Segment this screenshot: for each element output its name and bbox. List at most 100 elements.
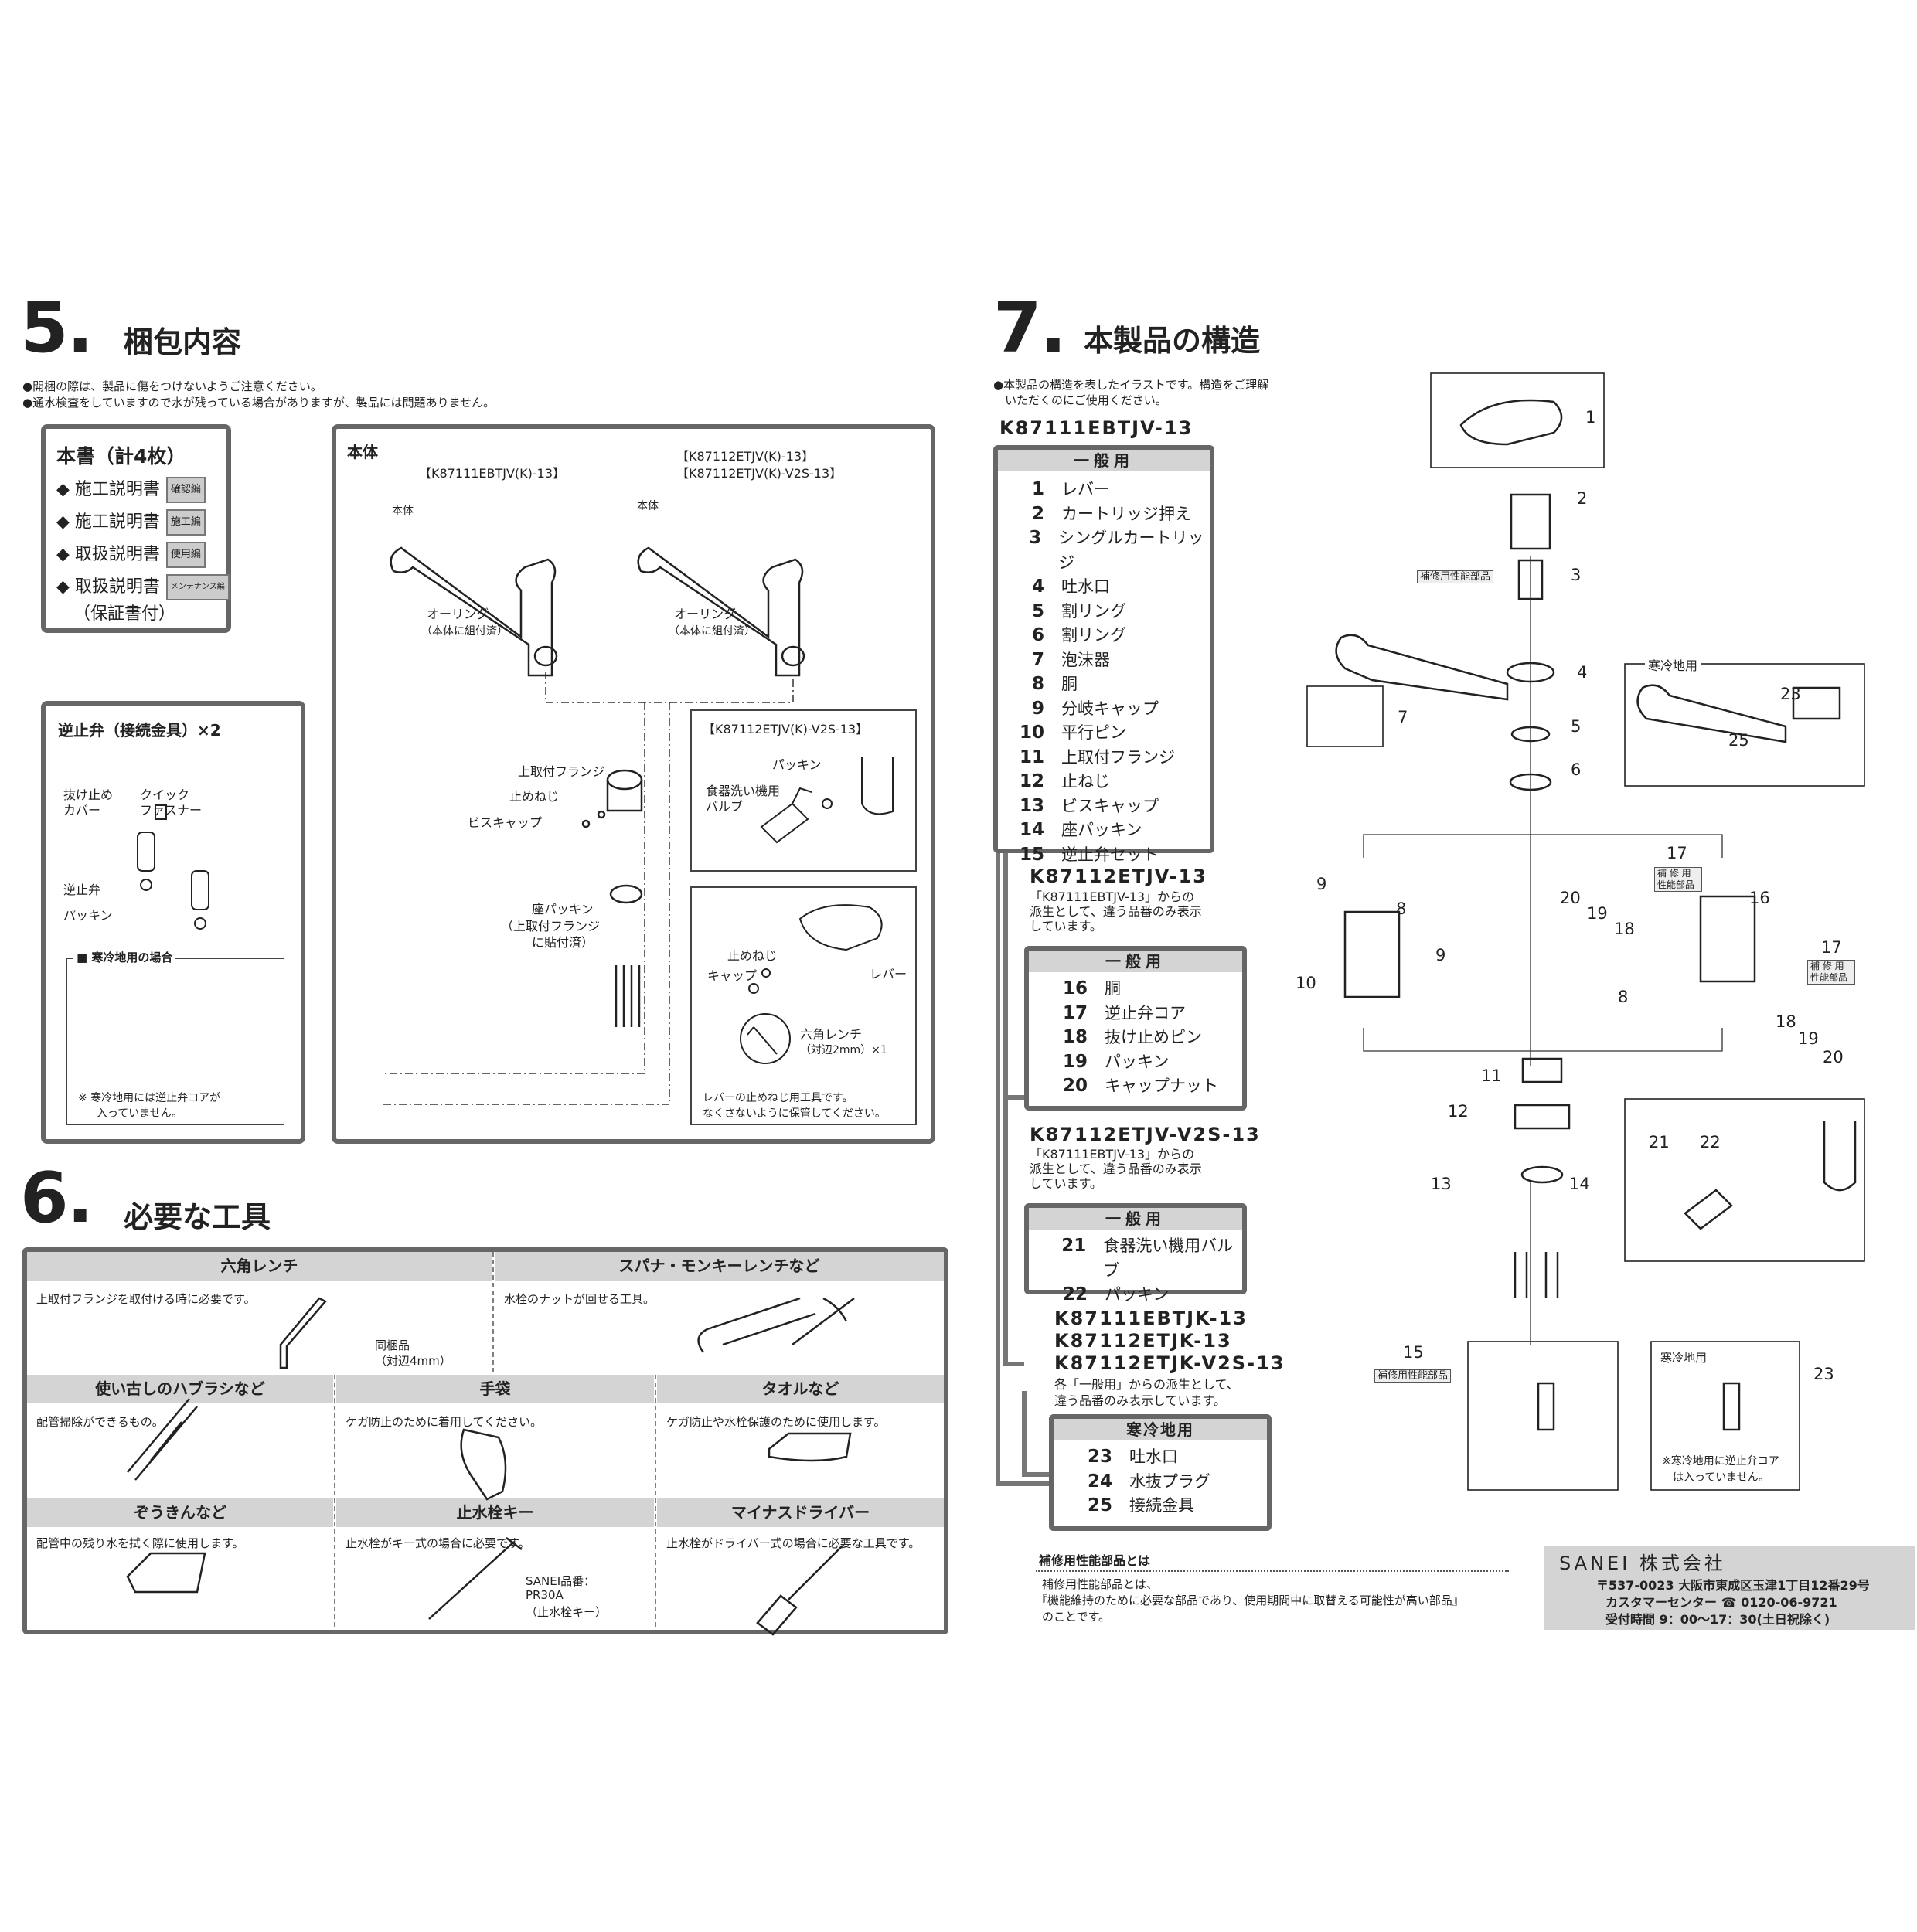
part-name: 泡沫器 bbox=[1061, 650, 1110, 669]
part-number: 13 bbox=[1019, 795, 1044, 816]
cartridge-holder-icon bbox=[1510, 493, 1551, 550]
part-name: 上取付フランジ bbox=[1061, 747, 1175, 767]
callout-18: 18 bbox=[1776, 1012, 1796, 1031]
cold-region-note: ※ 寒冷地用には逆止弁コアが bbox=[78, 1092, 221, 1104]
repair-def-title: 補修用性能部品とは bbox=[1039, 1553, 1151, 1568]
model-heading: K87111EBTJK-13 bbox=[1054, 1308, 1248, 1329]
cap-label: キャップ bbox=[707, 968, 758, 983]
company-name: SANEI 株式会社 bbox=[1559, 1553, 1726, 1574]
document-badge: メンテナンス編 bbox=[165, 574, 230, 600]
model-heading: K87112ETJV-13 bbox=[1030, 866, 1207, 887]
tool-desc: ケガ防止のために着用してください。 bbox=[346, 1415, 543, 1429]
repair-def-line: 補修用性能部品とは、 bbox=[1042, 1577, 1159, 1591]
part-number: 11 bbox=[1019, 747, 1044, 767]
model-desc: しています。 bbox=[1030, 1176, 1102, 1191]
valve-label: 食器洗い機用 bbox=[706, 784, 781, 798]
company-address: 〒537-0023 大阪市東成区玉津1丁目12番29号 bbox=[1596, 1578, 1870, 1593]
parts-list-header: 一般用 bbox=[1029, 951, 1242, 972]
part-name: カートリッジ押え bbox=[1061, 504, 1191, 523]
fastener-label: クイック bbox=[140, 787, 190, 802]
callout-7: 7 bbox=[1398, 708, 1408, 726]
part-name: レバー bbox=[1061, 480, 1110, 498]
section-7-title: 本製品の構造 bbox=[1084, 324, 1261, 358]
repair-part-label: 補 修 用 性能部品 bbox=[1654, 867, 1702, 892]
part-number: 17 bbox=[1062, 1002, 1088, 1023]
tool-note: SANEI品番： bbox=[526, 1574, 596, 1588]
section-7-note: いただくのにご使用ください。 bbox=[1005, 393, 1167, 407]
part-row: 5 割リング bbox=[998, 600, 1210, 624]
part-number: 18 bbox=[1062, 1027, 1088, 1047]
model-heading: K87111EBTJV-13 bbox=[999, 417, 1193, 439]
section-7-note: ●本製品の構造を表したイラストです。構造をご理解 bbox=[993, 378, 1269, 392]
model-desc: しています。 bbox=[1030, 919, 1102, 934]
cold-spout-box bbox=[1624, 663, 1865, 787]
part-number: 15 bbox=[1019, 844, 1044, 865]
document-badge: 確認編 bbox=[165, 477, 206, 503]
faucet-icon bbox=[637, 546, 804, 677]
part-name: 座パッキン bbox=[1061, 821, 1142, 839]
oring-icon bbox=[533, 645, 558, 667]
part-number: 5 bbox=[1031, 600, 1044, 621]
cartridge-icon bbox=[1517, 559, 1544, 600]
part-number: 21 bbox=[1061, 1236, 1087, 1256]
part-name: 割リング bbox=[1061, 601, 1126, 621]
callout-3: 3 bbox=[1571, 566, 1582, 584]
document-badge: 使用編 bbox=[165, 542, 206, 568]
callout-4: 4 bbox=[1577, 663, 1588, 682]
check-valve-icon bbox=[1537, 1382, 1741, 1431]
callout-15: 15 bbox=[1403, 1343, 1424, 1362]
screw-label: 止めねじ bbox=[509, 789, 560, 804]
callout-8: 8 bbox=[1618, 988, 1629, 1006]
callout-18: 18 bbox=[1614, 920, 1635, 938]
v2s-subbox: 【K87112ETJV(K)-V2S-13】 パッキン 食器洗い機用 バルブ bbox=[690, 709, 917, 872]
part-number: 19 bbox=[1062, 1051, 1088, 1072]
flange-icon bbox=[1514, 1057, 1571, 1130]
spanner-icon bbox=[697, 1297, 855, 1353]
model-heading: K87112ETJK-13 bbox=[1054, 1330, 1232, 1352]
company-info: SANEI 株式会社 〒537-0023 大阪市東成区玉津1丁目12番29号 カ… bbox=[1544, 1546, 1915, 1630]
document-badge: 施工編 bbox=[165, 509, 206, 536]
check-valve-box: 逆止弁（接続金具）×2 抜け止め カバー クイック ファスナー 逆止弁 パッキン… bbox=[41, 701, 305, 1144]
tool-note: （止水栓キー） bbox=[526, 1605, 608, 1619]
spout-icon bbox=[1335, 634, 1509, 701]
cap-icon bbox=[748, 983, 759, 994]
part-number: 4 bbox=[1031, 577, 1044, 597]
tool-name: ぞうきんなど bbox=[27, 1498, 333, 1527]
tool-name: 手袋 bbox=[336, 1375, 654, 1403]
model-desc: 各「一般用」からの派生として、 bbox=[1054, 1377, 1239, 1392]
model-desc: 派生として、違う品番のみ表示 bbox=[1030, 1162, 1202, 1176]
lever-note: なくさないように保管してください。 bbox=[703, 1107, 886, 1120]
part-name: 分岐キャップ bbox=[1061, 699, 1159, 718]
part-name: シングルカートリッジ bbox=[1058, 529, 1204, 572]
rag-icon bbox=[126, 1552, 206, 1594]
check-valve-label: 逆止弁 bbox=[63, 883, 101, 897]
body-label: 本体 bbox=[392, 505, 414, 517]
cold-region-title: ■ 寒冷地用の場合 bbox=[73, 950, 176, 965]
callout-11: 11 bbox=[1481, 1066, 1502, 1085]
body-label: 本体 bbox=[637, 500, 659, 512]
tool-name: 止水栓キー bbox=[336, 1498, 654, 1527]
callout-22: 22 bbox=[1700, 1133, 1721, 1151]
section-5-note: ●開梱の際は、製品に傷をつけないようご注意ください。 bbox=[22, 379, 322, 393]
part-number: 22 bbox=[1062, 1284, 1088, 1304]
seat-packing-icon bbox=[609, 884, 643, 904]
tool-desc: 上取付フランジを取付ける時に必要です。 bbox=[36, 1292, 256, 1306]
seat-packing-note: （上取付フランジ bbox=[501, 919, 601, 934]
section-5-note: ●通水検査をしていますので水が残っている場合がありますが、製品には問題ありません… bbox=[22, 396, 495, 410]
part-number: 25 bbox=[1087, 1495, 1112, 1515]
lever-note: レバーの止めねじ用工具です。 bbox=[703, 1092, 853, 1104]
oring-note: （本体に組付済） bbox=[669, 625, 755, 638]
toothbrush-icon bbox=[127, 1398, 198, 1481]
section-6-title: 必要な工具 bbox=[124, 1200, 271, 1234]
tool-note: （対辺4mm） bbox=[375, 1354, 451, 1368]
seat-packing-label: 座パッキン bbox=[532, 902, 594, 917]
